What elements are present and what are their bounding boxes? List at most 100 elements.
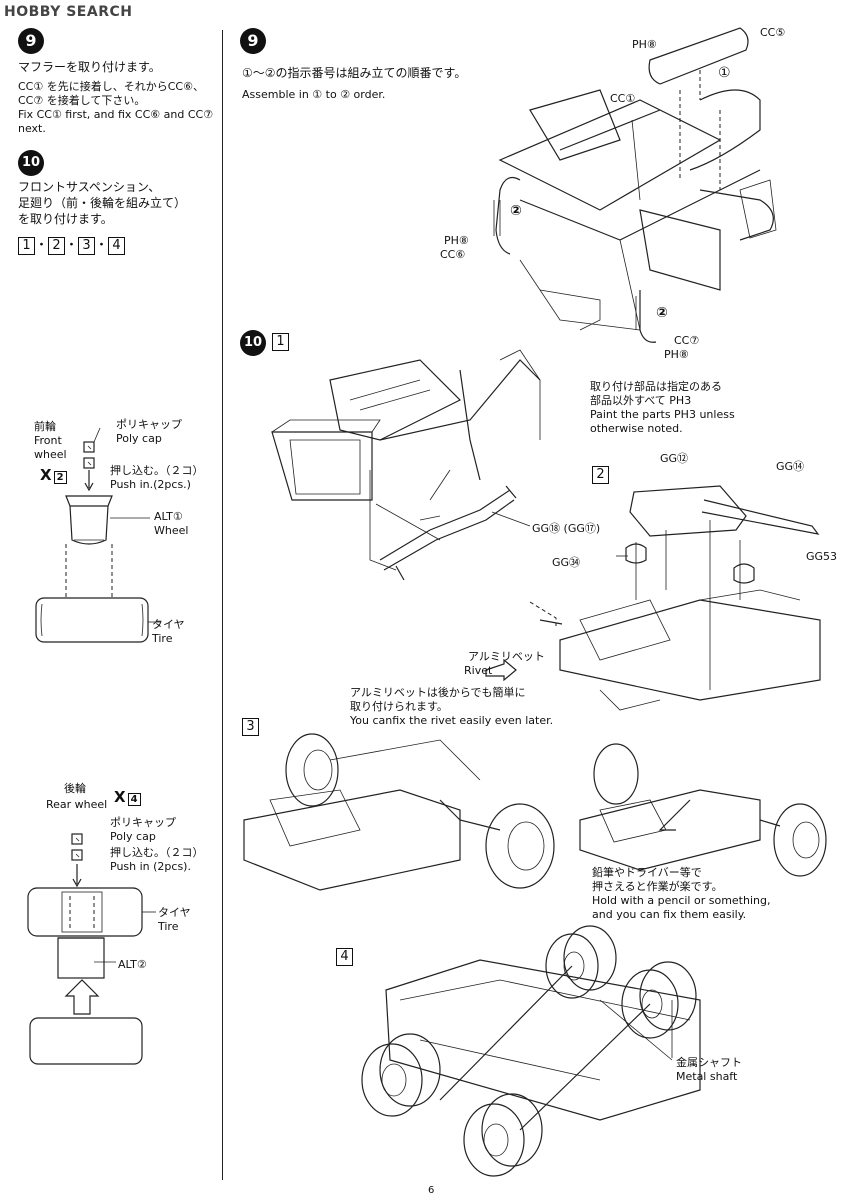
step-10-badge-left: 10 — [18, 150, 44, 176]
rear-polycap-jp: ポリキャップ — [110, 816, 176, 829]
label-gg12: GG⑫ — [660, 452, 689, 465]
paint-note-jp1: 取り付け部品は指定のある — [590, 380, 722, 393]
rear-push-en: Push in (2pcs). — [110, 860, 191, 873]
rear-axle-shaft-illustration — [361, 925, 701, 1177]
front-push-jp: 押し込む。（２コ） — [110, 464, 204, 477]
step-10-jp-line1: フロントサスペンション、 — [18, 180, 161, 194]
rivet-note-en: You canfix the rivet easily even later. — [350, 714, 554, 727]
front-qty-num: 2 — [53, 471, 67, 484]
front-push-en: Push in.(2pcs.) — [110, 478, 191, 491]
rear-tire-jp: タイヤ — [158, 906, 191, 919]
pencil-note-jp2: 押さえると作業が楽です。 — [592, 880, 723, 893]
front-wheel-mount-illustration — [243, 733, 827, 891]
seq-sep: ・ — [95, 238, 109, 253]
shaft-label-jp: 金属シャフト — [676, 1056, 742, 1069]
label-ph8-left: PH⑧ — [444, 234, 469, 247]
up-arrow-icon — [64, 979, 100, 1015]
label-cc6: CC⑥ — [440, 248, 466, 261]
label-gg14: GG⑭ — [776, 460, 805, 473]
label-cc5: CC⑤ — [760, 26, 786, 39]
watermark-text: HOBBY SEARCH — [4, 4, 133, 20]
step-9-jp: マフラーを取り付けます。 — [18, 60, 161, 74]
paint-note-en2: otherwise noted. — [590, 422, 683, 435]
sub-step-1-box: 1 — [272, 333, 289, 351]
rivet-label-en: Rivet — [464, 664, 493, 677]
rear-tire-en: Tire — [158, 920, 179, 933]
step-9-order-jp: ①～②の指示番号は組み立ての順番です。 — [242, 66, 467, 80]
label-order-2-left: ② — [510, 203, 522, 219]
step-9-en-line1: Fix CC① first, and fix CC⑥ and CC⑦ — [18, 108, 214, 121]
axle-bracket-illustration — [485, 485, 821, 711]
label-order-1: ① — [718, 65, 731, 81]
rear-wheel-icon — [57, 937, 105, 979]
front-polycap-icon — [83, 441, 95, 469]
watermark-logo: HOBBY SEARCH — [4, 4, 132, 20]
label-ph8-right: PH⑧ — [664, 348, 689, 361]
shaft-label-en: Metal shaft — [676, 1070, 738, 1083]
front-polycap-jp: ポリキャップ — [116, 418, 182, 431]
front-wheel-jp: 前輪 — [34, 420, 56, 433]
sub-step-3-box: 3 — [242, 718, 259, 736]
rear-wheel-part: ALT② — [118, 958, 147, 971]
rear-polycap-icon — [71, 833, 83, 861]
left-wheel-diagrams — [27, 427, 160, 1065]
rear-polycap-en: Poly cap — [110, 830, 156, 843]
step-9-jp-line2: CC① を先に接着し、それからCC⑥、 — [18, 80, 204, 93]
step-9-order-en: Assemble in ① to ② order. — [242, 88, 386, 101]
front-tire-en: Tire — [152, 632, 173, 645]
column-divider — [222, 30, 223, 1180]
front-wheel-part: ALT① — [154, 510, 183, 523]
label-cc7: CC⑦ — [674, 334, 700, 347]
front-tire-jp: タイヤ — [152, 618, 185, 631]
front-tire-icon — [35, 597, 149, 643]
step-10-sequence: 1・2・3・4 — [18, 234, 126, 255]
seq-sep: ・ — [35, 238, 49, 253]
seq-box-1: 1 — [18, 237, 35, 255]
front-wheel-en1: Front — [34, 434, 62, 447]
rivet-label-jp: アルミリベット — [468, 650, 545, 663]
paint-note-jp2: 部品以外すべて PH3 — [590, 394, 692, 407]
pencil-note-en2: and you can fix them easily. — [592, 908, 747, 921]
rear-qty-num: 4 — [127, 793, 141, 806]
step-9-badge-left: 9 — [18, 28, 44, 54]
rear-tire-bottom-icon — [29, 1017, 143, 1065]
muffler-assembly-illustration — [493, 27, 777, 343]
rear-wheel-en: Rear wheel — [46, 798, 108, 811]
front-wheel-en2: wheel — [34, 448, 67, 461]
sub-step-2-box: 2 — [592, 466, 609, 484]
label-cc1: CC① — [610, 92, 636, 105]
rear-wheel-jp: 後輪 — [64, 782, 86, 795]
front-suspension-illustration — [271, 349, 541, 581]
label-ph8-top: PH⑧ — [632, 38, 657, 51]
pencil-note-en1: Hold with a pencil or something, — [592, 894, 771, 907]
rivet-note-jp1: アルミリベットは後からでも簡単に — [350, 686, 526, 699]
paint-note-en1: Paint the parts PH3 unless — [590, 408, 735, 421]
front-polycap-en: Poly cap — [116, 432, 162, 445]
step-9-badge-right: 9 — [240, 28, 266, 54]
rivet-note-jp2: 取り付けられます。 — [350, 700, 448, 713]
seq-sep: ・ — [65, 238, 79, 253]
label-order-2-right: ② — [656, 305, 668, 321]
front-wheel-part-en: Wheel — [154, 524, 189, 537]
label-gg18: GG⑱ (GG⑰) — [532, 522, 601, 535]
rear-push-jp: 押し込む。（２コ） — [110, 846, 204, 859]
seq-box-4: 4 — [108, 237, 126, 255]
step-9-jp-line3: CC⑦ を接着して下さい。 — [18, 94, 146, 107]
label-gg34: GG㉞ — [552, 556, 581, 569]
front-qty-x: X — [40, 466, 52, 484]
seq-box-3: 3 — [78, 237, 96, 255]
step-9-en-line2: next. — [18, 122, 46, 135]
label-gg53: GG53 — [806, 550, 838, 563]
step-10-badge-right: 10 — [240, 330, 266, 356]
seq-box-2: 2 — [48, 237, 66, 255]
page-number: 6 — [428, 1185, 435, 1196]
step-10-jp-line2: 足廻り（前・後輪を組み立て） — [18, 196, 187, 210]
sub-step-4-box: 4 — [336, 948, 353, 966]
rear-qty-x: X — [114, 788, 126, 806]
front-wheel-icon — [65, 495, 113, 545]
step-10-jp-line3: を取り付けます。 — [18, 212, 113, 226]
pencil-note-jp1: 鉛筆やドライバー等で — [592, 866, 702, 879]
